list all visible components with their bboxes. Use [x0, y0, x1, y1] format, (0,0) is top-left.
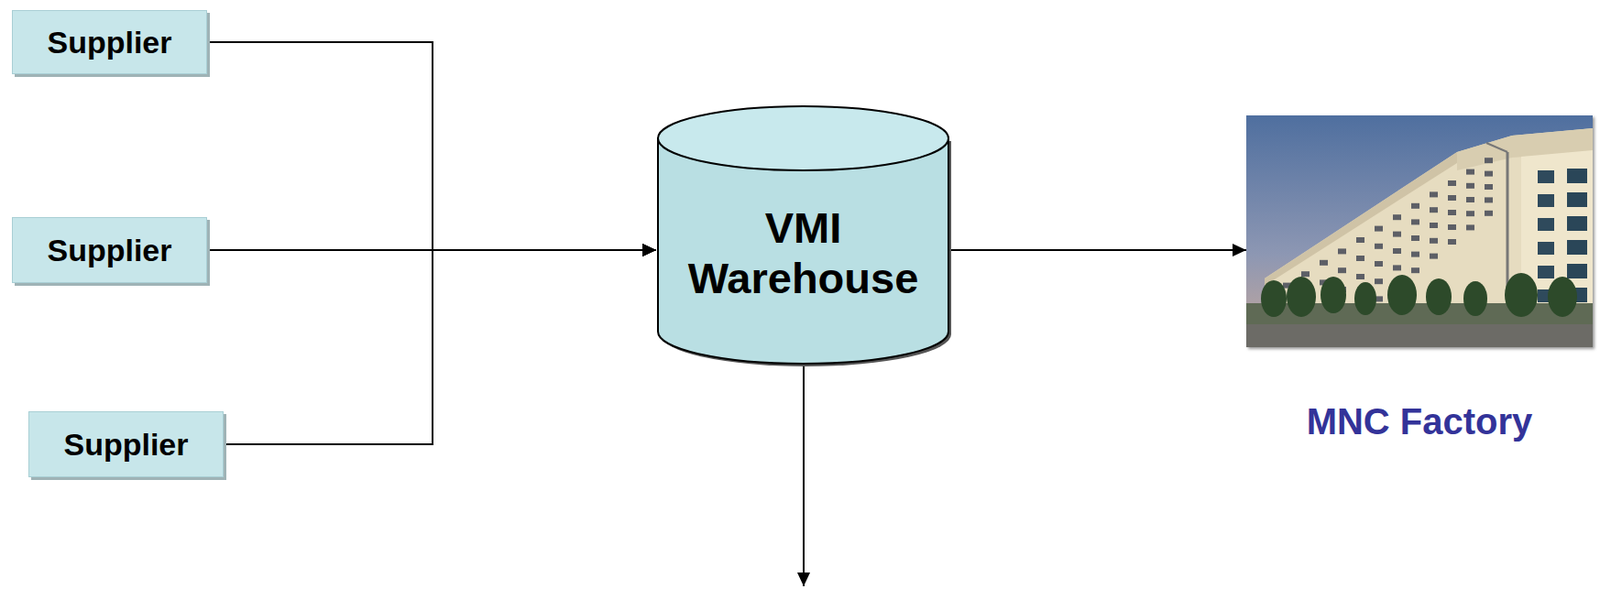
factory-photo [1246, 115, 1593, 348]
supplier-label: Supplier [46, 232, 172, 269]
factory-label: MNC Factory [1246, 401, 1593, 443]
flow-arrow [223, 250, 657, 445]
supplier-label: Supplier [63, 427, 188, 463]
warehouse-label: VMI Warehouse [679, 203, 928, 303]
flow-arrow [207, 42, 657, 251]
supplier-label: Supplier [46, 24, 172, 61]
supplier-box: Supplier [28, 411, 224, 478]
supplier-box: Supplier [11, 217, 208, 284]
warehouse-cylinder: VMI Warehouse [656, 105, 951, 365]
factory-node: MNC Factory [1246, 115, 1593, 348]
outflow-arrow [802, 364, 805, 587]
supplier-box: Supplier [11, 10, 208, 75]
flow-arrow [950, 249, 1247, 252]
